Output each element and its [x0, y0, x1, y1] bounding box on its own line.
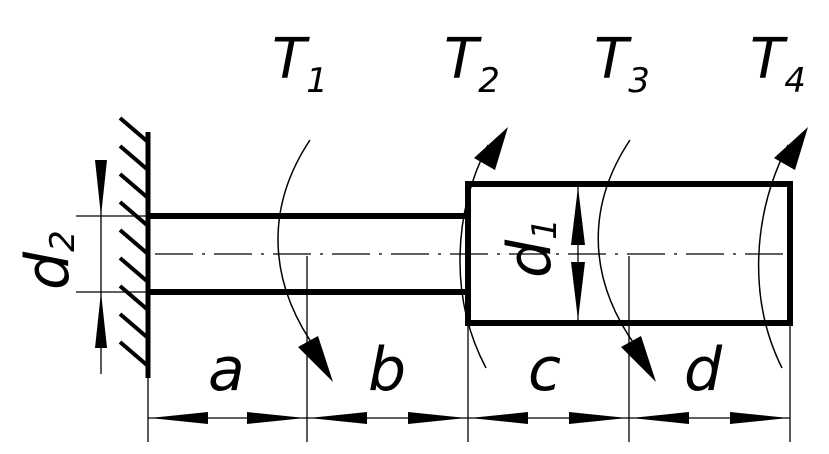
torque-4-arrow	[757, 144, 789, 369]
segment-label-c: c	[528, 335, 561, 405]
diameter-label-d2: d2	[13, 230, 83, 290]
diameter-label-d1: d1	[495, 218, 565, 278]
torque-2-head	[474, 127, 508, 170]
torque-label-2: T2	[444, 27, 500, 101]
torque-3-head	[621, 336, 656, 382]
d2-arrow-top	[95, 160, 107, 216]
d1-arrow-bottom	[571, 262, 585, 320]
torque-arrowheads	[298, 127, 808, 382]
torque-4-head	[774, 127, 808, 170]
d1-arrow-top	[571, 187, 585, 245]
torque-label-3: T3	[594, 27, 650, 101]
d1-dimension	[571, 184, 585, 323]
torque-1-head	[298, 336, 333, 382]
torque-3-arrow	[597, 139, 641, 353]
torque-1-arrow	[277, 139, 319, 353]
torque-arrows	[277, 139, 789, 369]
segment-dimension-line	[148, 412, 790, 424]
torque-label-4: T4	[750, 27, 806, 101]
d2-arrow-bottom	[95, 292, 107, 348]
segment-label-b: b	[368, 335, 406, 405]
fixed-wall	[118, 116, 151, 378]
d2-dimension	[76, 160, 148, 374]
torque-label-1: T1	[272, 27, 328, 101]
torque-2-arrow	[459, 144, 489, 369]
thin-shaft	[148, 213, 468, 295]
segment-label-a: a	[208, 335, 245, 405]
segment-label-d: d	[684, 335, 723, 405]
